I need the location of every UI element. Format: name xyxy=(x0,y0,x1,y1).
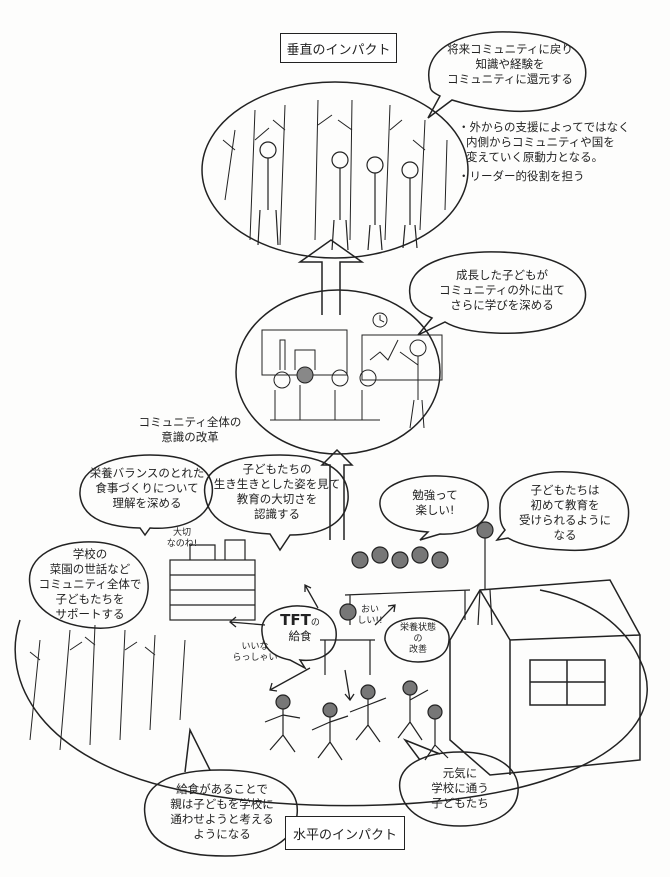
tft-meal-bubble-text: TFTの 給食 xyxy=(280,611,320,644)
tft-meal-bubble-shape xyxy=(261,605,337,670)
first-education-bubble-text: 子どもたちは 初めて教育を 受けられるように なる xyxy=(519,483,611,542)
exclamation-good: いいな らっしゃい xyxy=(232,642,278,663)
vertical-impact-bullets: ・外からの支援によってではなく 内側からコミュニティや国を 変えていく原動力とな… xyxy=(458,120,630,183)
community-awareness-label: コミュニティ全体の 意識の改革 xyxy=(138,415,242,444)
nutrition-bubble-text: 栄養バランスのとれた 食事づくりについて 理解を深める xyxy=(89,466,205,510)
energetic-bubble-text: 元気に 学校に通う 子どもたち xyxy=(431,766,489,810)
vertical-impact-title: 垂直のインパクト xyxy=(280,33,397,63)
parents-send-bubble-text: 給食があることで 親は子どもを学校に 通わせようと考える ようになる xyxy=(170,782,274,841)
adults-in-field xyxy=(257,141,419,251)
parents-see-bubble-text: 子どもたちの 生き生きとした姿を見て 教育の大切さを 認識する xyxy=(213,462,341,521)
classroom-scene-circle xyxy=(235,289,441,455)
school-house xyxy=(449,579,641,776)
energetic-bubble-shape xyxy=(399,738,519,827)
garden-bubble-text: 学校の 菜園の世話など コミュニティ全体で 子どもたちを サポートする xyxy=(38,547,142,621)
garden-bubble-shape xyxy=(28,541,149,629)
study-bubble-shape xyxy=(379,475,489,541)
vertical-bubble-shape xyxy=(427,31,587,119)
vertical-bubble-text: 将来コミュニティに戻り 知識や経験を コミュニティに還元する xyxy=(447,42,573,86)
horizontal-impact-title: 水平のインパクト xyxy=(285,816,405,850)
exclamation-delicious: おい しい!! xyxy=(357,605,383,626)
exclamation-important: 大切 なのね! xyxy=(166,528,198,549)
arrow-up-upper xyxy=(297,239,365,315)
effect-arrows xyxy=(228,583,396,702)
running-children xyxy=(264,680,449,761)
cooking-stove xyxy=(169,539,256,621)
horizontal-scene-ellipse xyxy=(14,589,648,807)
first-education-bubble-shape xyxy=(495,471,630,552)
meal-table xyxy=(320,603,375,675)
classroom-drawing xyxy=(261,312,443,429)
nutrition-status-bubble-shape xyxy=(384,617,450,663)
vertical-scene-circle xyxy=(201,81,469,259)
school-garden-corn xyxy=(29,624,186,751)
nutrition-bubble-shape xyxy=(79,454,214,537)
nutrition-status-bubble-text: 栄養状態 の 改善 xyxy=(399,623,436,655)
parents-send-bubble-shape xyxy=(143,727,298,857)
study-fun-bubble-text: 勉強って 楽しい! xyxy=(412,488,458,517)
parents-see-bubble-shape xyxy=(203,454,349,552)
middle-bubble-shape xyxy=(409,251,587,336)
outdoor-classroom xyxy=(344,521,494,626)
corn-field xyxy=(222,99,448,246)
middle-bubble-text: 成長した子どもが コミュニティの外に出て さらに学びを深める xyxy=(439,268,565,312)
